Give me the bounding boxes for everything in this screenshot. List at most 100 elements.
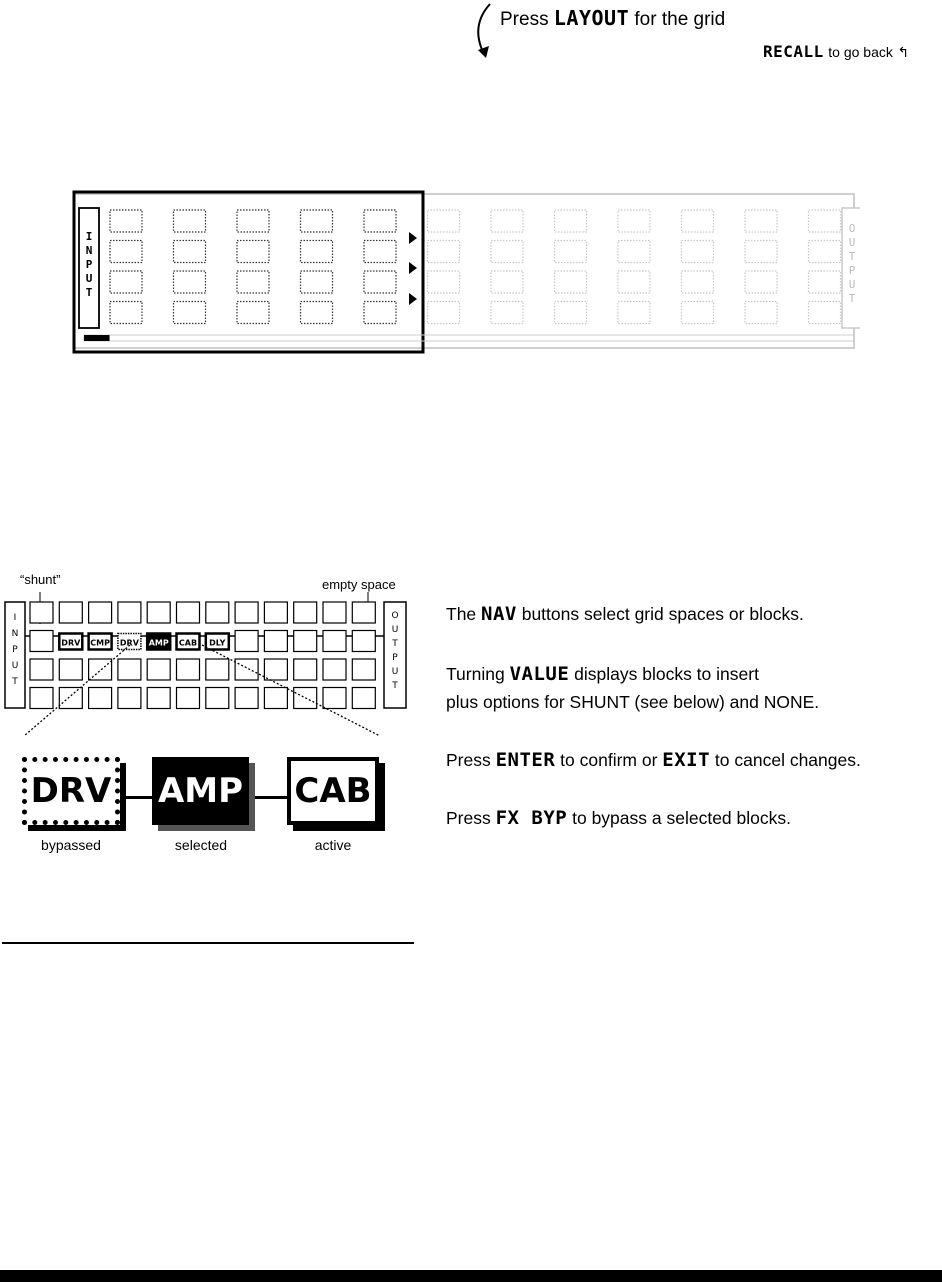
grid-cell[interactable] (87, 658, 113, 681)
grid-cell[interactable] (299, 239, 334, 264)
grid-cell[interactable] (617, 300, 651, 325)
grid-cell[interactable] (426, 239, 461, 264)
grid-cell[interactable] (29, 601, 54, 624)
grid-cell[interactable] (29, 686, 54, 710)
grid-cell[interactable] (263, 658, 288, 681)
grid-cell[interactable] (553, 209, 588, 233)
grid-cell[interactable] (146, 686, 171, 710)
grid-block[interactable] (87, 632, 113, 651)
grid-cell[interactable] (175, 686, 201, 710)
grid-cell[interactable] (263, 686, 288, 710)
grid-cell[interactable] (175, 601, 201, 624)
grid-cell[interactable] (617, 270, 651, 294)
grid-cell[interactable] (29, 658, 54, 681)
grid-cell[interactable] (109, 270, 143, 294)
grid-cell[interactable] (322, 686, 347, 710)
grid-cell[interactable] (744, 209, 778, 233)
grid-cell[interactable] (234, 629, 259, 653)
grid-cell[interactable] (680, 209, 715, 233)
grid-cell[interactable] (617, 209, 651, 233)
grid-block[interactable] (117, 632, 142, 651)
grid-cell[interactable] (553, 300, 588, 325)
grid-cell[interactable] (29, 629, 54, 653)
grid-cell[interactable] (58, 601, 83, 624)
grid-cell[interactable] (744, 270, 778, 294)
grid-cell[interactable] (236, 300, 270, 325)
grid-cell[interactable] (299, 270, 334, 294)
grid-cell[interactable] (351, 658, 376, 681)
grid-cell[interactable] (146, 601, 171, 624)
grid-cell[interactable] (363, 239, 397, 264)
grid-cell[interactable] (172, 270, 207, 294)
grid-cell[interactable] (363, 209, 397, 233)
grid-cell[interactable] (299, 300, 334, 325)
grid-block[interactable] (175, 632, 201, 651)
grid-cell[interactable] (744, 300, 778, 325)
grid-cell[interactable] (807, 209, 842, 233)
grid-cell[interactable] (175, 658, 201, 681)
grid-cell[interactable] (426, 209, 461, 233)
grid-cell[interactable] (490, 209, 524, 233)
grid-cell[interactable] (426, 300, 461, 325)
grid-cell[interactable] (363, 270, 397, 294)
grid-block[interactable] (204, 632, 231, 651)
grid-cell[interactable] (109, 209, 143, 233)
grid-cell[interactable] (807, 239, 842, 264)
grid-cell[interactable] (109, 300, 143, 325)
grid-cell[interactable] (205, 686, 230, 710)
grid-cell[interactable] (58, 658, 83, 681)
grid-cell[interactable] (172, 239, 207, 264)
grid-cell[interactable] (807, 270, 842, 294)
grid-cell[interactable] (293, 601, 318, 624)
grid-cell[interactable] (426, 270, 461, 294)
grid-cell[interactable] (117, 658, 142, 681)
grid-cell[interactable] (680, 239, 715, 264)
grid-cell[interactable] (263, 601, 288, 624)
grid-cell[interactable] (117, 686, 142, 710)
grid-cell[interactable] (553, 239, 588, 264)
grid-cell[interactable] (234, 686, 259, 710)
vertical-label-char: I (14, 613, 17, 623)
grid-cell[interactable] (351, 601, 376, 624)
grid-cell[interactable] (293, 629, 318, 653)
grid-cell[interactable] (351, 629, 376, 653)
footer-bar (0, 1270, 942, 1282)
grid-cell[interactable] (322, 629, 347, 653)
grid-cell[interactable] (172, 300, 207, 325)
grid-cell[interactable] (205, 658, 230, 681)
overview-scrollbar-thumb[interactable] (84, 335, 110, 341)
grid-cell[interactable] (680, 300, 715, 325)
grid-cell[interactable] (87, 686, 113, 710)
overview-scrollbar[interactable] (83, 334, 855, 342)
grid-cell[interactable] (490, 239, 524, 264)
grid-cell[interactable] (234, 601, 259, 624)
grid-cell[interactable] (299, 209, 334, 233)
grid-cell[interactable] (680, 270, 715, 294)
grid-cell[interactable] (109, 239, 143, 264)
grid-cell[interactable] (263, 629, 288, 653)
grid-cell[interactable] (236, 239, 270, 264)
grid-cell[interactable] (490, 300, 524, 325)
grid-cell[interactable] (117, 601, 142, 624)
grid-cell[interactable] (807, 300, 842, 325)
grid-cell[interactable] (172, 209, 207, 233)
grid-cell[interactable] (205, 601, 230, 624)
grid-cell[interactable] (363, 300, 397, 325)
grid-block[interactable] (58, 632, 84, 651)
grid-cell[interactable] (146, 658, 171, 681)
grid-cell[interactable] (58, 686, 83, 710)
grid-cell[interactable] (236, 209, 270, 233)
grid-cell[interactable] (236, 270, 270, 294)
grid-cell[interactable] (322, 658, 347, 681)
grid-cell[interactable] (744, 239, 778, 264)
grid-cell[interactable] (617, 239, 651, 264)
grid-cell[interactable] (490, 270, 524, 294)
grid-cell[interactable] (293, 658, 318, 681)
grid-cell[interactable] (553, 270, 588, 294)
grid-block-label: AMP (149, 639, 169, 648)
grid-cell[interactable] (322, 601, 347, 624)
grid-block[interactable] (145, 632, 172, 651)
grid-cell[interactable] (351, 686, 376, 710)
grid-cell[interactable] (87, 601, 113, 624)
grid-cell[interactable] (234, 658, 259, 681)
